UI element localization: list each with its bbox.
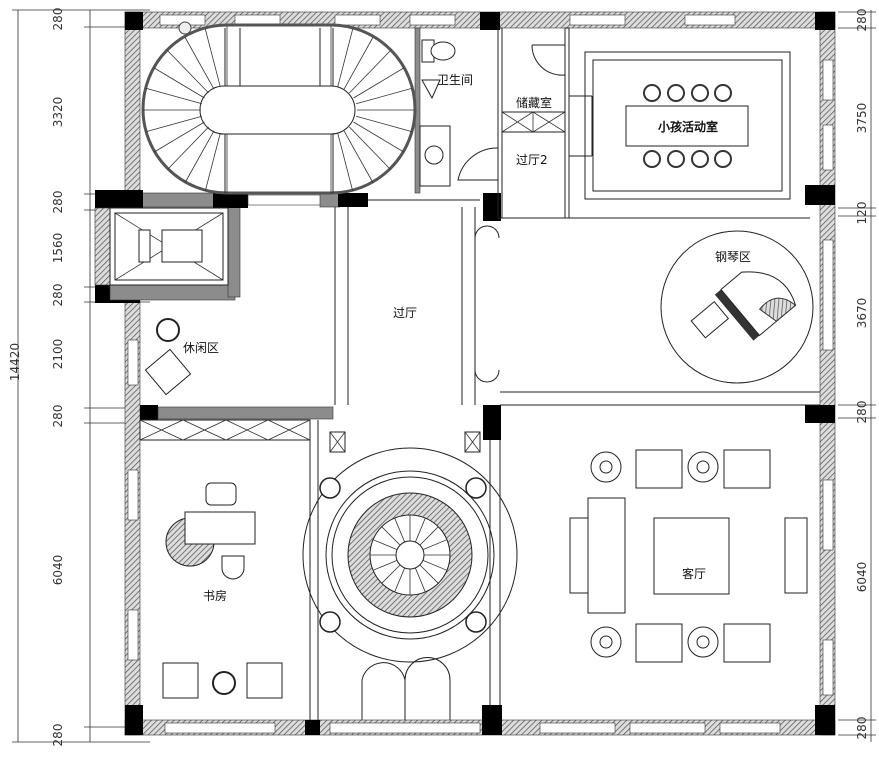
room-label-hall: 过厅 (393, 306, 417, 320)
bathroom-fixtures (419, 39, 456, 187)
stair-tread (204, 28, 221, 87)
stair-tread (145, 115, 202, 133)
medallion-spoke (422, 539, 448, 551)
medallion-spoke (394, 517, 406, 543)
room-label-study: 书房 (203, 588, 227, 603)
stair-tread (167, 126, 209, 170)
stair-tread (145, 87, 202, 105)
medallion-spoke (372, 559, 398, 571)
stair-tread (343, 130, 374, 183)
dim-left-label: 280 (51, 284, 65, 307)
lounge-furniture (144, 318, 192, 396)
elevator (109, 207, 229, 286)
room-label-living: 客厅 (682, 566, 706, 581)
medallion-spoke (419, 564, 439, 584)
room-labels: 卫生间 储藏室 小孩活动室 过厅2 钢琴区 过厅 休闲区 书房 客厅 (183, 73, 751, 603)
room-label-bathroom: 卫生间 (437, 73, 473, 87)
stair-tread (356, 115, 413, 133)
spiral-staircase (141, 21, 417, 195)
medallion-spoke (381, 564, 401, 584)
room-label-hall2: 过厅2 (516, 153, 548, 167)
stair-tread (154, 121, 205, 153)
stair-tread (337, 133, 354, 192)
medallion-spoke (414, 567, 426, 593)
medallion-spoke (419, 526, 439, 546)
stair-tread (184, 130, 215, 183)
stair-tread (204, 133, 221, 192)
dim-left-label: 280 (51, 8, 65, 31)
medallion-spoke (381, 526, 401, 546)
stair-tread (349, 50, 391, 94)
dim-left-label: 280 (51, 724, 65, 747)
dim-left-label: 3320 (51, 97, 65, 128)
stair-tread (353, 121, 404, 153)
room-label-kids-room: 小孩活动室 (658, 119, 718, 134)
stair-tread (353, 67, 404, 99)
medallion-spoke (422, 559, 448, 571)
dim-left-label: 2100 (51, 339, 65, 370)
dim-left-label: 6040 (51, 555, 65, 586)
dim-left-label: 280 (51, 405, 65, 428)
room-label-storage: 储藏室 (516, 95, 552, 110)
stair-tread (356, 87, 413, 105)
dim-right-label: 280 (855, 9, 869, 32)
dim-right-label: 120 (855, 202, 869, 225)
medallion-spoke (394, 567, 406, 593)
dim-left-label: 1560 (51, 233, 65, 264)
interior-walls (94, 27, 835, 720)
medallion-spoke (414, 517, 426, 543)
living-furniture (569, 449, 808, 663)
stair-tread (184, 37, 215, 90)
room-label-piano: 钢琴区 (715, 250, 751, 264)
dim-right-label: 280 (855, 717, 869, 740)
chairs (643, 84, 732, 168)
windows (127, 14, 834, 734)
dim-right-label: 3750 (855, 103, 869, 134)
foyer-medallion (302, 431, 518, 720)
dim-left-label: 280 (51, 191, 65, 214)
search-magnifier-icon (178, 21, 192, 35)
study-furniture (162, 482, 283, 699)
medallion-spoke (372, 539, 398, 551)
dim-right-label: 3670 (855, 298, 869, 329)
room-label-lounge: 休闲区 (183, 341, 219, 355)
stair-tread (343, 37, 374, 90)
piano-area (660, 230, 814, 384)
dim-right-label: 280 (855, 401, 869, 424)
dim-total: 14420 (8, 343, 22, 381)
stair-tread (349, 126, 391, 170)
kids-activity-room (569, 51, 791, 200)
dim-right-label: 6040 (855, 562, 869, 593)
dimension-right: 280 3750 120 3670 280 6040 280 (838, 9, 876, 742)
stair-tread (337, 28, 354, 87)
stair-tread (167, 50, 209, 94)
stair-tread (154, 67, 205, 99)
